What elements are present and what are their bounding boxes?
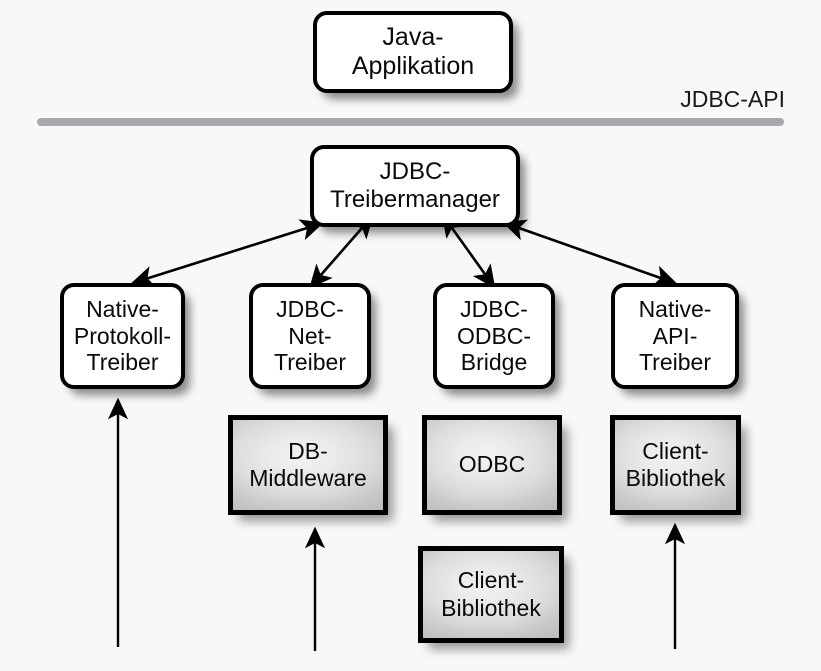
jdbc-api-label: JDBC-API xyxy=(680,86,785,112)
box-client-bibliothek-odbc[interactable]: Client- Bibliothek xyxy=(418,546,564,643)
node-jdbc-treibermanager-label: JDBC- Treibermanager xyxy=(330,158,500,213)
arrow-manager-jdbc-odbc-bridge xyxy=(441,213,496,289)
jdbc-api-divider xyxy=(37,118,784,126)
node-jdbc-net-treiber-label: JDBC- Net- Treiber xyxy=(274,295,346,376)
box-db-middleware-label: DB- Middleware xyxy=(249,437,367,491)
node-jdbc-odbc-bridge-label: JDBC- ODBC- Bridge xyxy=(456,295,532,376)
arrow-manager-jdbc-net xyxy=(309,214,374,289)
arrow-manager-native-api xyxy=(502,219,678,287)
node-native-api-treiber[interactable]: Native- API- Treiber xyxy=(611,283,739,389)
box-client-bibliothek-odbc-label: Client- Bibliothek xyxy=(441,567,541,621)
node-jdbc-odbc-bridge[interactable]: JDBC- ODBC- Bridge xyxy=(433,283,555,389)
box-client-bibliothek-right-label: Client- Bibliothek xyxy=(625,437,726,491)
node-jdbc-net-treiber[interactable]: JDBC- Net- Treiber xyxy=(249,283,371,389)
node-jdbc-treibermanager[interactable]: JDBC- Treibermanager xyxy=(310,145,520,227)
box-odbc-label: ODBC xyxy=(458,451,526,478)
node-java-applikation-label: Java- Applikation xyxy=(351,23,475,80)
node-native-api-treiber-label: Native- API- Treiber xyxy=(638,295,712,376)
node-native-protokoll-treiber[interactable]: Native- Protokoll- Treiber xyxy=(60,283,185,389)
box-db-middleware[interactable]: DB- Middleware xyxy=(228,415,388,515)
box-odbc[interactable]: ODBC xyxy=(422,415,562,515)
node-native-protokoll-treiber-label: Native- Protokoll- Treiber xyxy=(73,295,172,376)
box-client-bibliothek-right[interactable]: Client- Bibliothek xyxy=(610,415,741,515)
arrow-manager-native-protokoll xyxy=(130,219,324,288)
node-java-applikation[interactable]: Java- Applikation xyxy=(313,11,513,93)
